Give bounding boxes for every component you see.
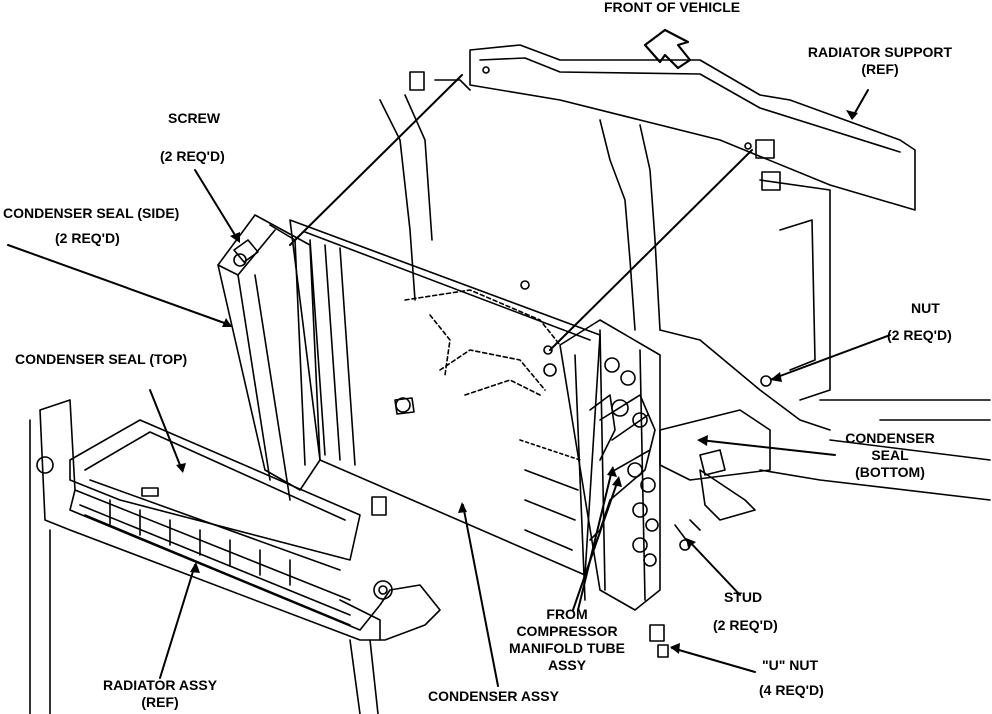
right-side-tank [559, 319, 661, 611]
label-screw-qty: (2 REQ'D) [160, 148, 225, 164]
label-front-of-vehicle: FRONT OF VEHICLE [604, 0, 741, 15]
label-nut-qty: (2 REQ'D) [887, 327, 952, 343]
label-stud-qty: (2 REQ'D) [713, 617, 778, 633]
fastener-shapes [233, 239, 772, 658]
leader-lines [7, 74, 891, 687]
condenser-seal-top-shape [69, 419, 361, 571]
condenser-seal-bottom-shape [659, 409, 771, 546]
label-condenser-seal-bottom-line3: (BOTTOM) [855, 464, 925, 480]
label-screw: SCREW [168, 110, 221, 126]
label-u-nut-qty: (4 REQ'D) [759, 682, 824, 698]
condenser-core [289, 219, 601, 576]
label-condenser-seal-bottom-line1: CONDENSER [845, 430, 935, 446]
label-radiator-support-line2: (REF) [861, 61, 899, 77]
label-radiator-assy: RADIATOR ASSY (REF) [85, 677, 235, 711]
label-radiator-support: RADIATOR SUPPORT (REF) [790, 44, 970, 78]
label-condenser-seal-side: CONDENSER SEAL (SIDE) [3, 205, 180, 221]
label-from-compressor-line1: FROM [546, 606, 588, 622]
leader-arrowheads [176, 110, 858, 654]
label-from-compressor-line4: ASSY [547, 657, 587, 673]
condenser-seal-side-shape [217, 214, 321, 501]
label-radiator-support-line1: RADIATOR SUPPORT [807, 44, 953, 60]
radiator-assy-shape [29, 399, 441, 714]
front-arrow-icon [643, 28, 692, 70]
label-condenser-seal-bottom: CONDENSER SEAL (BOTTOM) [830, 430, 950, 481]
label-radiator-assy-line1: RADIATOR ASSY [102, 677, 218, 693]
label-condenser-seal-top: CONDENSER SEAL (TOP) [15, 351, 188, 367]
label-from-compressor-line3: MANIFOLD TUBE [509, 640, 625, 656]
label-u-nut: "U" NUT [762, 657, 819, 673]
label-from-compressor-line2: COMPRESSOR [516, 623, 618, 639]
manifold-tube-assembly [589, 357, 659, 567]
label-radiator-assy-line2: (REF) [141, 694, 179, 710]
upper-bracket-clips [409, 66, 781, 191]
label-nut: NUT [911, 300, 940, 316]
label-condenser-assy: CONDENSER ASSY [428, 688, 559, 704]
label-condenser-seal-side-qty: (2 REQ'D) [55, 230, 120, 246]
label-from-compressor: FROM COMPRESSOR MANIFOLD TUBE ASSY [497, 606, 637, 674]
label-stud: STUD [724, 589, 763, 605]
radiator-support-shape [379, 44, 991, 501]
label-condenser-seal-bottom-line2: SEAL [871, 447, 909, 463]
